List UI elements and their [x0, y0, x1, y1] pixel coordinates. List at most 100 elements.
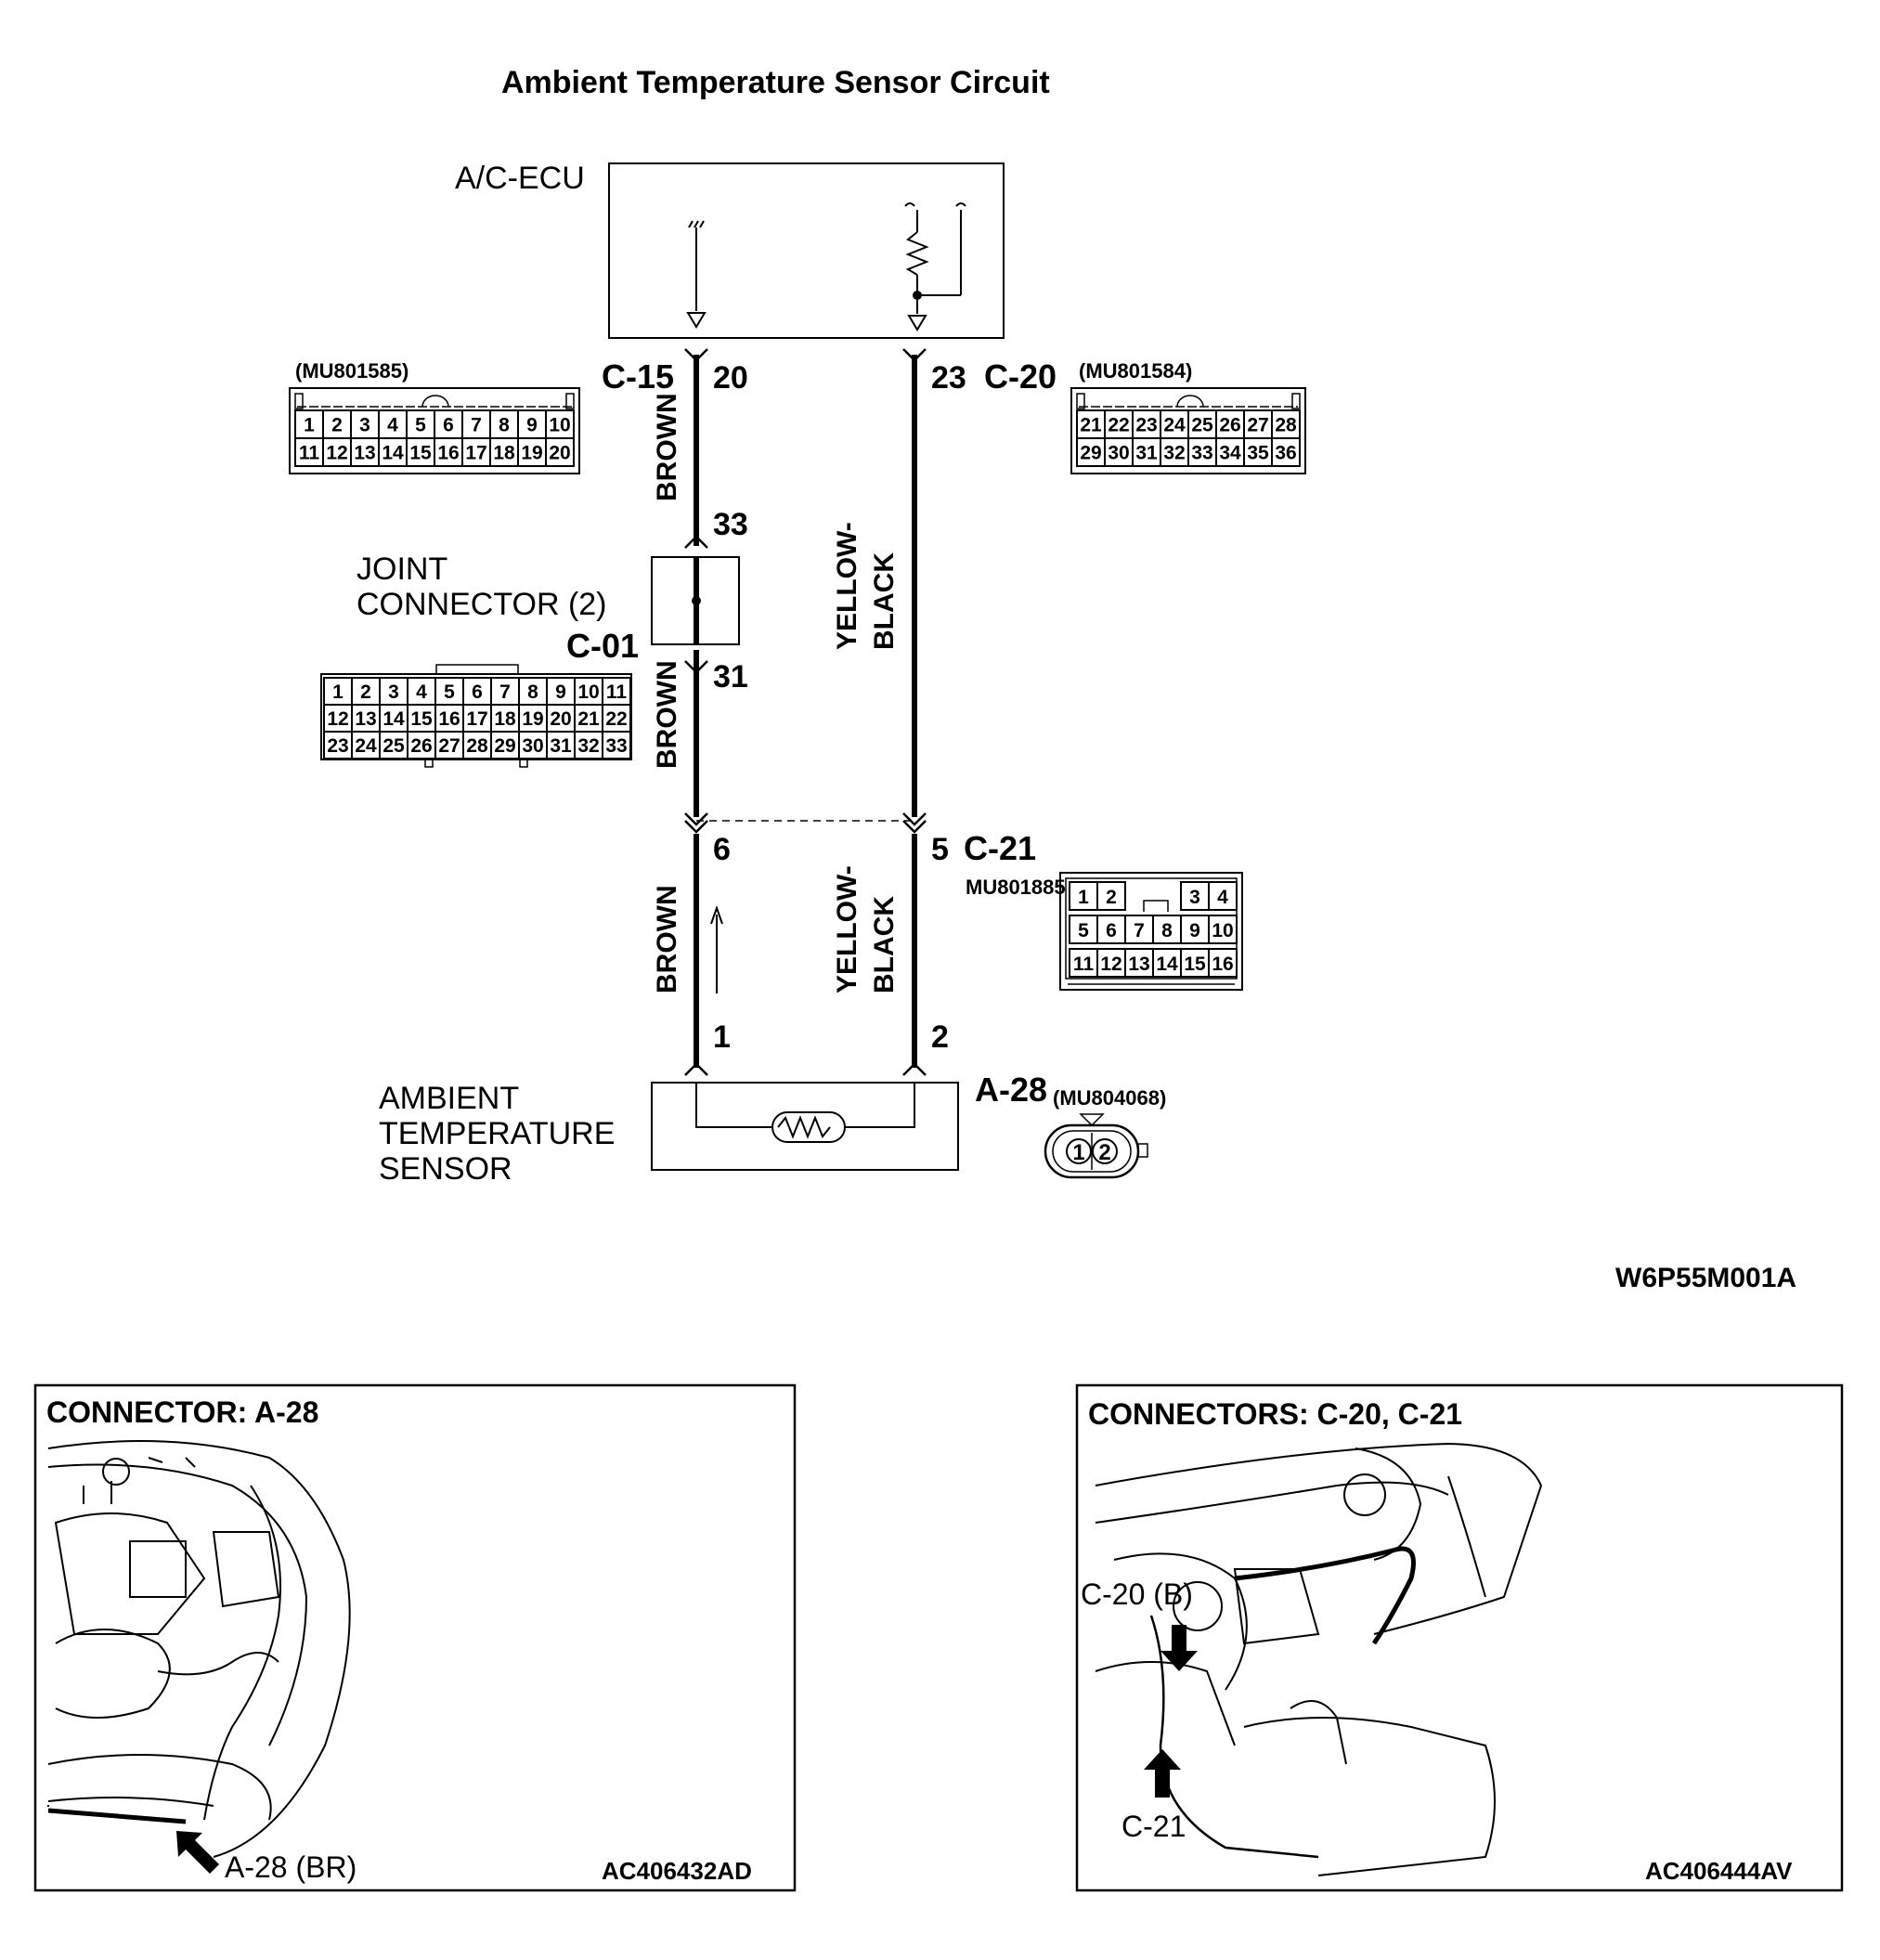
c21-pin-label: 1 — [1078, 887, 1089, 908]
c15-cell — [489, 437, 519, 467]
c21-pin-label: 7 — [1134, 920, 1145, 941]
c21-pin-label: 8 — [1161, 920, 1173, 941]
c01-pin-label: 1 — [332, 681, 344, 703]
c15-cell — [378, 409, 408, 439]
c20-cell — [1187, 437, 1217, 467]
ecu-label: A/C-ECU — [455, 161, 585, 196]
c21-pin-label: 11 — [1073, 954, 1095, 975]
c20-pin-label: 25 — [1191, 415, 1213, 436]
a28-pin-right: 2 — [931, 1019, 949, 1055]
c01-cell — [462, 677, 492, 706]
c15-cell — [545, 437, 575, 467]
c01-pin-label: 20 — [550, 708, 571, 730]
c20-part-number: (MU801584) — [1079, 359, 1192, 383]
sensor-label-2: TEMPERATURE — [379, 1116, 615, 1151]
c15-pin-label: 1 — [304, 415, 315, 436]
c20-pin-label: 32 — [1163, 443, 1185, 464]
c20-cell — [1076, 437, 1106, 467]
c15-pin: 20 — [713, 360, 748, 396]
c01-cell — [434, 704, 464, 733]
c20-pin-label: 29 — [1080, 443, 1101, 464]
a28-pin-2: 2 — [1098, 1140, 1110, 1165]
c01-pin-label: 2 — [360, 681, 371, 703]
diagram-title: Ambient Temperature Sensor Circuit — [501, 65, 1050, 100]
c21-pin-label: 13 — [1128, 954, 1149, 975]
c15-pin-label: 10 — [549, 415, 570, 436]
c01-pin-bottom: 31 — [713, 659, 748, 694]
c01-pin-label: 26 — [410, 735, 432, 757]
c20-pin-label: 31 — [1135, 443, 1158, 464]
c01-pin-label: 27 — [438, 735, 460, 757]
c20-cell — [1215, 437, 1245, 467]
c21-pin-label: 4 — [1217, 887, 1228, 908]
c01-pin-label: 29 — [494, 735, 515, 757]
c15-pin-label: 7 — [471, 415, 482, 436]
a28-connector-face: 1 2 — [1044, 1113, 1148, 1179]
c01-pin-label: 32 — [577, 735, 599, 757]
c21-pin-label: 9 — [1189, 920, 1200, 941]
c15-pin-label: 11 — [299, 443, 320, 464]
c15-part-number: (MU801585) — [295, 359, 408, 383]
c01-cell — [490, 731, 520, 759]
c15-cell — [322, 409, 352, 439]
panel-left-callout: A-28 (BR) — [225, 1850, 357, 1884]
c01-pin-label: 18 — [494, 708, 516, 730]
panel-left-title: CONNECTOR: A-28 — [46, 1395, 318, 1429]
c21-cell — [1208, 881, 1238, 911]
c01-cell — [407, 677, 436, 706]
wire-label-yb-2b: BLACK — [869, 896, 900, 993]
c01-pin-label: 9 — [555, 681, 566, 703]
c21-callout-arrow — [1144, 1749, 1181, 1798]
engine-bay-illustration — [47, 1440, 351, 1858]
c01-pin-label: 23 — [327, 735, 348, 757]
wire-label-brown-1: BROWN — [652, 393, 682, 501]
c21-part-number: MU801885 — [966, 876, 1066, 899]
ecu-box — [608, 162, 1005, 339]
c15-pin-label: 8 — [499, 415, 510, 436]
c20-cell — [1132, 437, 1161, 467]
c20-cell — [1104, 437, 1134, 467]
c01-cell — [462, 731, 492, 759]
c20-pin-label: 30 — [1108, 443, 1129, 464]
c15-pin-label: 16 — [437, 443, 459, 464]
c21-pin-label: 16 — [1212, 954, 1233, 975]
c15-pin-label: 13 — [354, 443, 375, 464]
c20-pin-label: 24 — [1163, 415, 1186, 436]
c21-pin-label: 3 — [1189, 887, 1200, 908]
c01-cell — [574, 704, 603, 733]
c21-pin-left: 6 — [713, 832, 731, 867]
panel-connectors-c20-c21: CONNECTORS: C-20, C-21 C-20 (B) C-21 AC4… — [1075, 1383, 1844, 1892]
c01-pin-label: 17 — [466, 708, 487, 730]
c15-pin-label: 19 — [521, 443, 542, 464]
c21-cell — [1096, 948, 1126, 978]
c01-pin-label: 6 — [472, 681, 483, 703]
c01-pin-label: 21 — [577, 708, 600, 730]
c15-cell — [434, 409, 463, 439]
panel-left-code: AC406432AD — [602, 1857, 752, 1885]
c20-pin-label: 33 — [1191, 443, 1212, 464]
sensor-label-1: AMBIENT — [379, 1081, 519, 1116]
c20-pin-label: 28 — [1275, 415, 1297, 436]
c01-pin-label: 11 — [606, 681, 628, 703]
wire-label-yb-1a: YELLOW- — [832, 522, 862, 650]
c01-pin-label: 4 — [416, 681, 427, 703]
c21-pin-right: 5 — [931, 832, 949, 867]
joint-connector-label-1: JOINT — [357, 552, 447, 587]
c01-pin-label: 13 — [355, 708, 376, 730]
joint-connector-code: C-01 — [566, 627, 639, 665]
c01-pin-label: 8 — [527, 681, 538, 703]
c01-pin-label: 24 — [355, 735, 377, 757]
c01-cell — [602, 731, 631, 759]
c15-cell — [461, 409, 491, 439]
c01-pin-label: 16 — [438, 708, 460, 730]
c21-pin-label: 2 — [1106, 887, 1117, 908]
c15-pin-label: 18 — [493, 443, 515, 464]
c15-pin-label: 6 — [443, 415, 454, 436]
c21-pin-label: 14 — [1156, 954, 1178, 975]
c01-pin-label: 12 — [327, 708, 348, 730]
c20-pin: 23 — [931, 360, 966, 396]
c21-cell — [1208, 915, 1238, 944]
c20-cell — [1243, 437, 1273, 467]
c20-cell — [1076, 409, 1106, 439]
